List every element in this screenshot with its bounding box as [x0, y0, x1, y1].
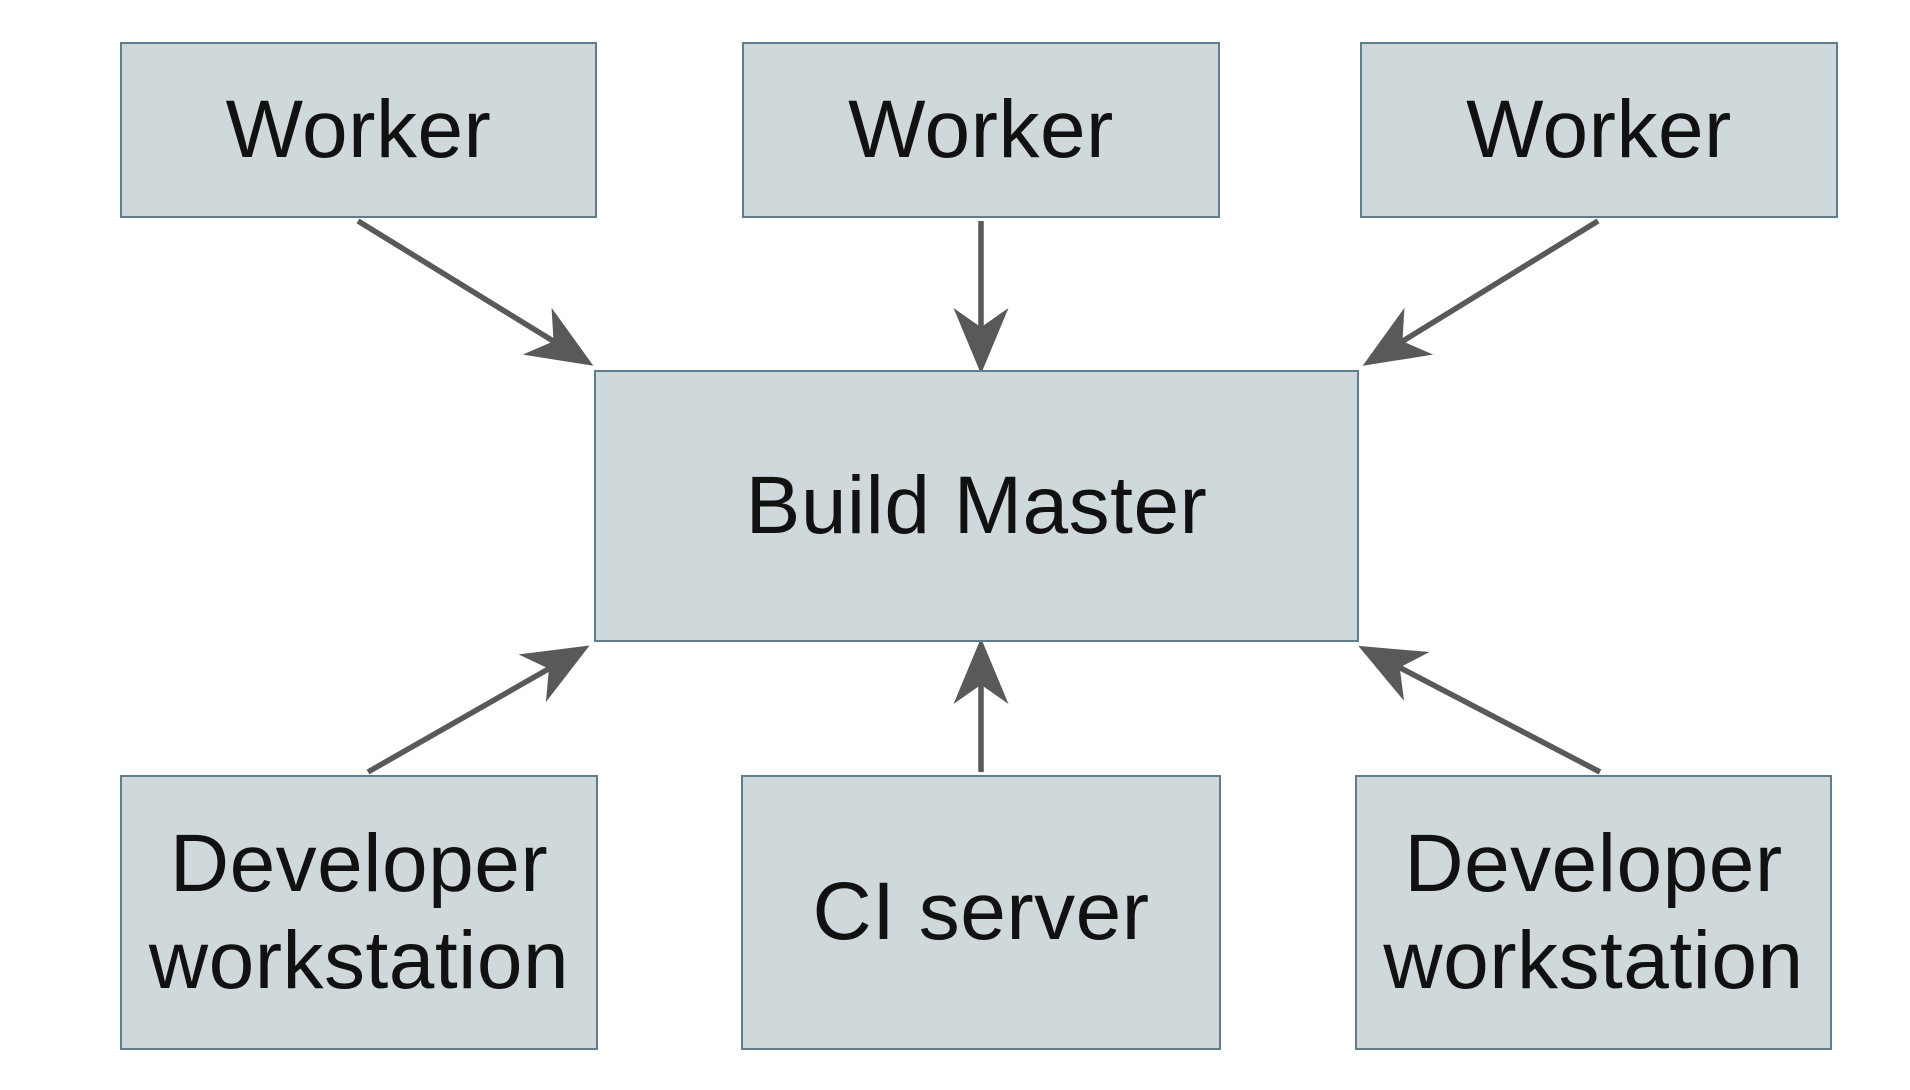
ci-server-node: CI server — [741, 775, 1221, 1050]
node-label: Build Master — [745, 459, 1208, 551]
node-label: Developer workstation — [148, 817, 570, 1006]
node-label: Worker — [225, 83, 492, 175]
arrow-developer-left-to-build-master — [366, 645, 590, 775]
arrow-developer-right-to-build-master — [1358, 645, 1602, 775]
node-label: Worker — [848, 83, 1114, 175]
node-label: Developer workstation — [1383, 817, 1804, 1006]
worker-node-left: Worker — [120, 42, 597, 218]
arrow-worker-left-to-build-master — [356, 218, 594, 366]
node-label: Worker — [1466, 83, 1732, 175]
node-label: CI server — [812, 866, 1150, 958]
developer-workstation-node-right: Developer workstation — [1355, 775, 1832, 1050]
arrow-worker-right-to-build-master — [1362, 218, 1600, 366]
build-master-node: Build Master — [594, 370, 1359, 642]
worker-node-middle: Worker — [742, 42, 1220, 218]
developer-workstation-node-left: Developer workstation — [120, 775, 598, 1050]
worker-node-right: Worker — [1360, 42, 1838, 218]
